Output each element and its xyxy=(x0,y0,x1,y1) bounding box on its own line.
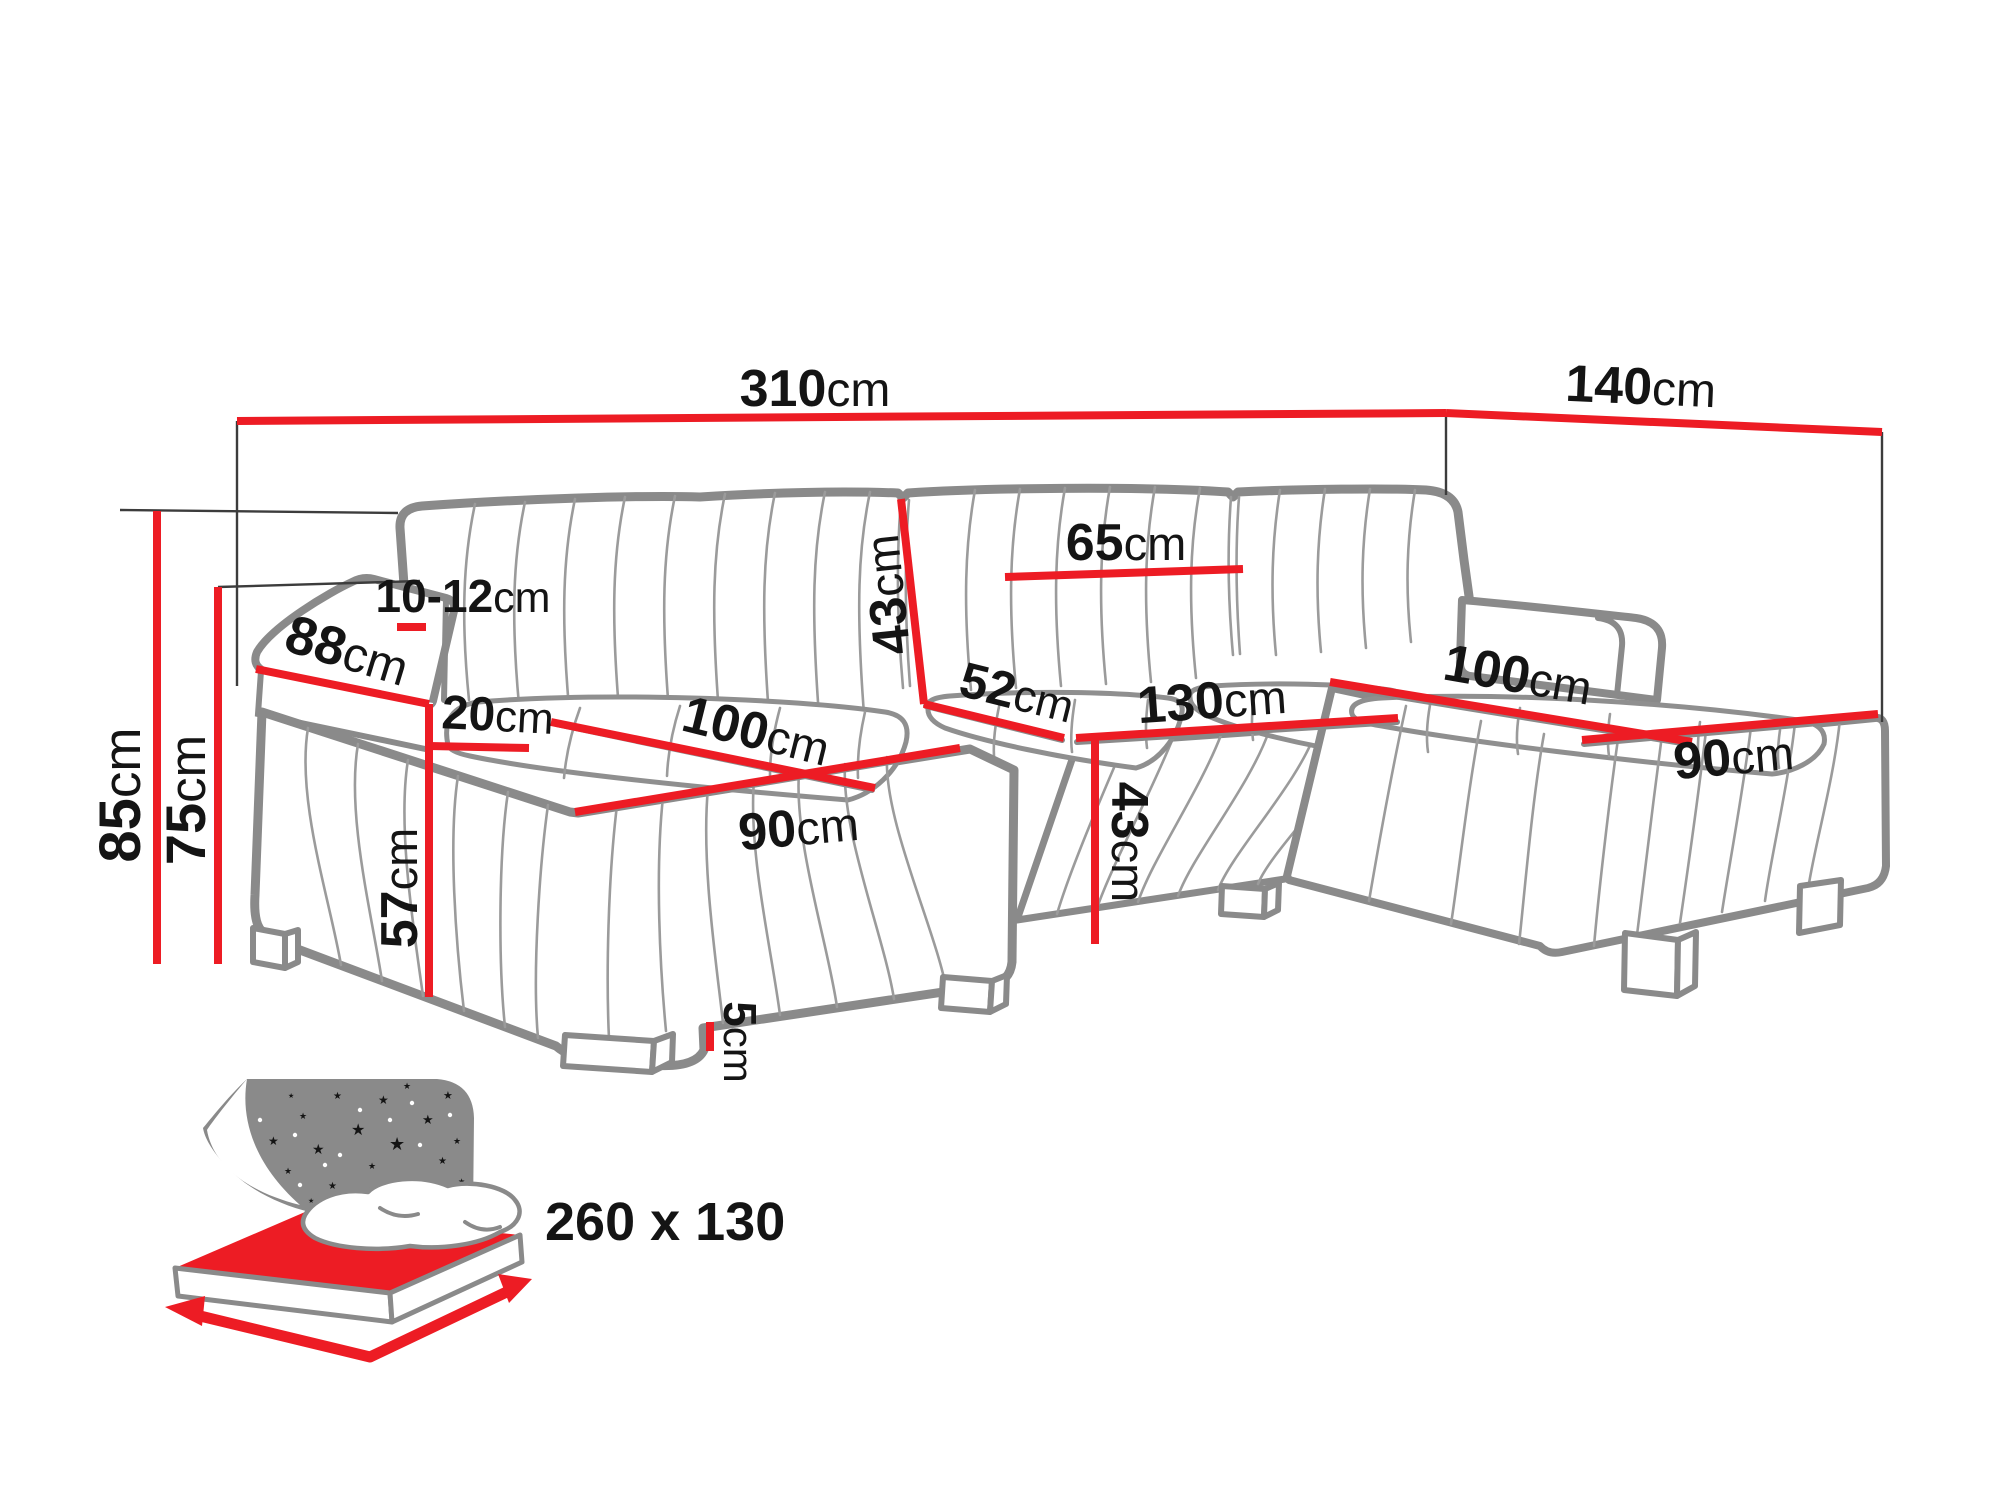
dim-back-cushion-width-line xyxy=(1004,565,1244,581)
svg-text:★: ★ xyxy=(288,1092,294,1100)
svg-text:★: ★ xyxy=(308,1197,314,1205)
dim-backrest-height-line xyxy=(897,498,928,705)
dim-armrest-length-line xyxy=(255,665,430,708)
dim-back-height-label: 75cm xyxy=(154,735,217,865)
dim-seat-height-middle-label: 43cm xyxy=(1100,782,1158,903)
pillow-fold-lines xyxy=(378,1206,502,1232)
svg-text:★: ★ xyxy=(389,1134,405,1154)
dim-seat-depth-label: 52cm xyxy=(954,651,1080,733)
svg-text:★: ★ xyxy=(333,1091,342,1102)
dim-overall-width-label: 310cm xyxy=(740,360,891,418)
dim-armrest-width-label: 20cm xyxy=(440,686,555,745)
extension-lines xyxy=(119,413,1884,722)
svg-text:★: ★ xyxy=(368,1161,376,1171)
sofa-leg xyxy=(560,1032,657,1075)
svg-text:★: ★ xyxy=(453,1136,461,1146)
dimension-labels: 310cm 140cm 85cm 75cm 88cm 10-12cm 20cm … xyxy=(88,355,1796,1083)
sofa-leg xyxy=(1796,877,1844,936)
sleeping-function-icon: ★ ★ ★ ★ ★ ★ ★ ★ ★ ★ ★ ★ ★ ★ ★ ★ ★ ★ ★ ★ … xyxy=(165,1079,785,1363)
sofa-leg xyxy=(1674,929,1699,999)
dim-leg-height-label: 5cm xyxy=(714,1001,766,1083)
sofa-leg xyxy=(250,925,288,971)
svg-text:★: ★ xyxy=(403,1081,411,1091)
dim-seat-height-left-label: 57cm xyxy=(371,828,429,949)
svg-text:★: ★ xyxy=(328,1181,337,1192)
dim-overall-depth-line xyxy=(1445,409,1883,436)
svg-text:★: ★ xyxy=(312,1141,325,1157)
sleeping-area-label: 260 x 130 xyxy=(545,1192,785,1252)
fold-out-arrow-icon xyxy=(165,1274,532,1363)
dim-total-height-label: 85cm xyxy=(88,727,153,862)
left-chaise-tufting xyxy=(304,704,949,1041)
dim-chaise-left-length-line xyxy=(550,718,876,792)
dim-chaise-right-length-label: 100cm xyxy=(1439,634,1596,717)
mattress-side-right xyxy=(387,1232,525,1325)
sofa-leg xyxy=(649,1031,676,1075)
svg-text:★: ★ xyxy=(284,1166,292,1176)
middle-seat-cushion-left xyxy=(925,689,1185,771)
dim-middle-seat-width-line xyxy=(1075,714,1399,742)
svg-text:★: ★ xyxy=(351,1122,365,1139)
right-chaise-legs xyxy=(1621,877,1844,999)
svg-text:★: ★ xyxy=(268,1134,279,1148)
sofa-leg xyxy=(1621,930,1681,999)
left-armrest-front-band xyxy=(258,671,433,750)
right-armrest-panel-line xyxy=(1595,615,1626,698)
sofa-backrest xyxy=(395,483,1477,623)
moon-swoosh-icon xyxy=(207,1079,300,1205)
sofa-leg xyxy=(282,927,301,971)
dim-middle-seat-width-label: 130cm xyxy=(1135,667,1288,735)
svg-text:★: ★ xyxy=(299,1111,307,1121)
extension-line xyxy=(217,579,421,589)
dim-seat-depth-line xyxy=(923,700,1065,742)
sofa-leg xyxy=(987,972,1010,1015)
dim-chaise-right-width-label: 90cm xyxy=(1671,723,1796,791)
svg-text:★: ★ xyxy=(422,1112,434,1127)
sofa-leg xyxy=(1261,880,1282,920)
sofa-leg xyxy=(1218,883,1268,920)
dim-overall-depth-label: 140cm xyxy=(1564,355,1717,420)
dim-chaise-right-width-line xyxy=(1581,710,1879,744)
dim-chaise-left-width-label: 90cm xyxy=(736,794,861,862)
right-chaise-cushion xyxy=(1349,693,1827,777)
sofa-leg xyxy=(938,974,995,1015)
dim-back-cushion-width-label: 65cm xyxy=(1066,514,1187,572)
left-armrest-inner-edge xyxy=(441,597,449,703)
dim-armrest-width-line xyxy=(428,742,530,752)
extension-line xyxy=(119,508,399,515)
dim-overall-width-line xyxy=(236,409,1447,425)
left-chaise-legs xyxy=(250,880,1282,1075)
dim-chaise-left-width-line xyxy=(574,744,961,816)
right-chaise-tufting xyxy=(1367,703,1842,948)
dim-headrest-range-label: 10-12cm xyxy=(376,570,551,622)
dimension-lines xyxy=(153,409,1883,1051)
svg-text:★: ★ xyxy=(438,1156,447,1167)
svg-text:★: ★ xyxy=(443,1090,453,1102)
dim-backrest-height-label: 43cm xyxy=(852,532,922,658)
svg-text:★: ★ xyxy=(378,1093,389,1107)
